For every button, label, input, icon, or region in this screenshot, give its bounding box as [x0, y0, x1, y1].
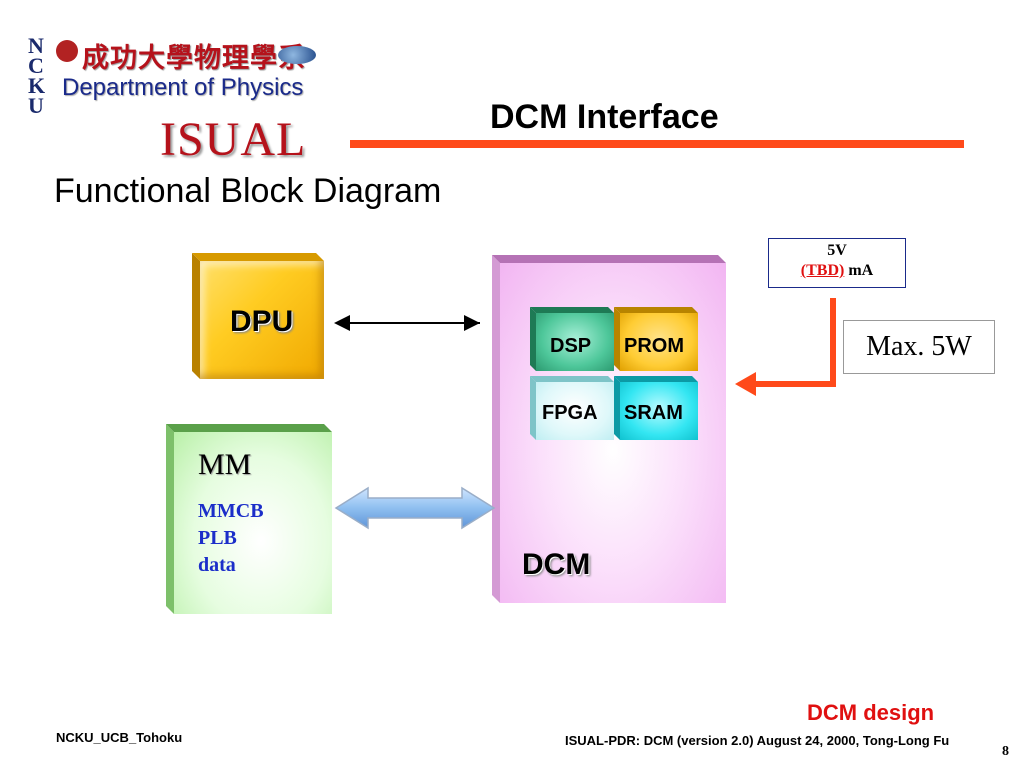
mm-item-plb: PLB: [198, 527, 237, 549]
prom-chip: PROM: [614, 307, 700, 373]
logo-department-name: Department of Physics: [62, 74, 304, 101]
slide-subtitle: Functional Block Diagram: [54, 172, 442, 210]
section-title: DCM design: [807, 700, 935, 725]
power-current-unit: mA: [848, 262, 874, 279]
power-voltage: 5V: [827, 242, 847, 259]
logo-globe-icon: [278, 46, 316, 64]
fpga-chip: FPGA: [530, 376, 616, 442]
slide-title: DCM Interface: [490, 98, 719, 136]
footer-left: NCKU_UCB_Tohoku: [56, 730, 183, 745]
logo-chinese-name: 成功大學物理學系: [82, 43, 306, 73]
logo-ncku-letters: NCKU: [28, 33, 46, 118]
logo-isual: ISUAL: [160, 113, 307, 166]
dcm-label: DCM: [522, 548, 591, 581]
dpu-label: DPU: [230, 305, 294, 338]
max-power-box: Max. 5W: [843, 320, 995, 374]
dpu-block: [192, 253, 324, 379]
mm-item-data: data: [198, 554, 236, 576]
dsp-chip: DSP: [530, 307, 616, 373]
prom-label: PROM: [624, 335, 684, 357]
sram-chip: SRAM: [614, 376, 700, 442]
dsp-label: DSP: [550, 335, 592, 357]
department-logo: NCKU 成功大學物理學系 Department of Physics ISUA…: [22, 30, 322, 170]
mm-item-mmcb: MMCB: [198, 500, 264, 522]
power-spec-box: 5V (TBD) mA: [768, 238, 906, 288]
mm-block: [166, 424, 332, 614]
power-current-tbd: (TBD): [800, 262, 845, 279]
logo-emblem-icon: [56, 40, 78, 62]
mm-dcm-bus-arrow: [334, 486, 496, 530]
power-arrow-head: [735, 372, 756, 396]
sram-label: SRAM: [624, 402, 683, 424]
mm-title: MM: [198, 448, 252, 481]
fpga-label: FPGA: [542, 402, 598, 424]
title-underline: [350, 140, 964, 148]
footer-center: ISUAL-PDR: DCM (version 2.0) August 24, …: [565, 733, 950, 748]
page-number: 8: [1002, 744, 1009, 759]
power-arrow: [752, 298, 836, 387]
